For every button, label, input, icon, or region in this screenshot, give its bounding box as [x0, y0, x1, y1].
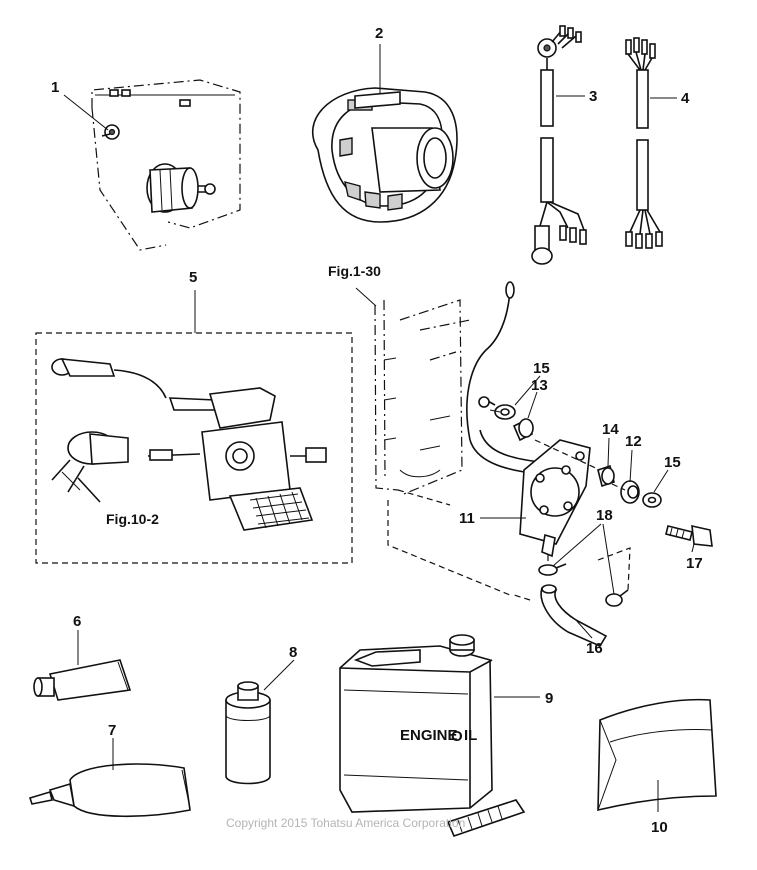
callout-7: 7 — [108, 722, 116, 739]
callout-1: 1 — [51, 79, 59, 96]
part-11-fuel-pump — [466, 281, 591, 558]
engine-bracket-outline — [374, 299, 511, 596]
callout-3: 3 — [589, 88, 597, 105]
callout-5: 5 — [189, 269, 197, 286]
callout-17: 17 — [686, 555, 703, 572]
callout-4: 4 — [681, 90, 690, 107]
part-10-cleaning-cloth — [597, 698, 717, 812]
callout-11: 11 — [459, 510, 475, 527]
callout-labels: 1 2 3 4 5 6 7 8 9 10 11 12 13 14 15 15 1… — [51, 25, 703, 836]
callout-6: 6 — [73, 613, 81, 630]
part-6-small-grease-tube — [33, 659, 132, 701]
fig-ref-10-2: Fig.10-2 — [106, 511, 159, 527]
part-3-wire-harness — [531, 25, 587, 265]
part-2-flywheel-cover — [312, 87, 458, 223]
copyright-watermark: Copyright 2015 Tohatsu America Corporati… — [226, 816, 465, 830]
part-12-grommet — [620, 480, 640, 504]
part-7-sealant-tube — [28, 763, 191, 818]
part-5-ignition-coil-kit — [35, 290, 353, 564]
callout-9: 9 — [545, 690, 553, 707]
part-9-engine-oil-jug: ENGINE O IL — [339, 634, 526, 837]
oil-brand-o: O — [451, 728, 463, 745]
part-15-washer-upper — [494, 404, 516, 420]
callout-2: 2 — [375, 25, 383, 42]
callout-8: 8 — [289, 644, 297, 661]
leader-lines — [61, 44, 695, 812]
callout-15-upper: 15 — [533, 360, 550, 377]
callout-15-lower: 15 — [664, 454, 681, 471]
oil-brand-il: IL — [464, 727, 477, 744]
part-13-grommet — [512, 418, 534, 442]
callout-14: 14 — [602, 421, 619, 438]
callout-12: 12 — [625, 433, 642, 450]
part-4-extension-harness — [625, 37, 663, 249]
callout-16: 16 — [586, 640, 603, 657]
part-14-collar — [597, 464, 615, 488]
fig-ref-1-30: Fig.1-30 — [328, 263, 381, 279]
callout-18: 18 — [596, 507, 613, 524]
part-16-fuel-hose — [540, 584, 608, 648]
part-17-bolt — [665, 524, 713, 547]
part-1-starter-motor — [91, 79, 241, 251]
callout-13: 13 — [531, 377, 548, 394]
callout-10: 10 — [651, 819, 668, 836]
part-8-spray-can — [225, 681, 271, 785]
part-15-washer-lower — [642, 492, 662, 508]
oil-brand-engine: ENGINE — [400, 727, 458, 744]
coil-mount-pad-grid — [249, 491, 310, 529]
part-18-hose-clips — [538, 563, 629, 607]
